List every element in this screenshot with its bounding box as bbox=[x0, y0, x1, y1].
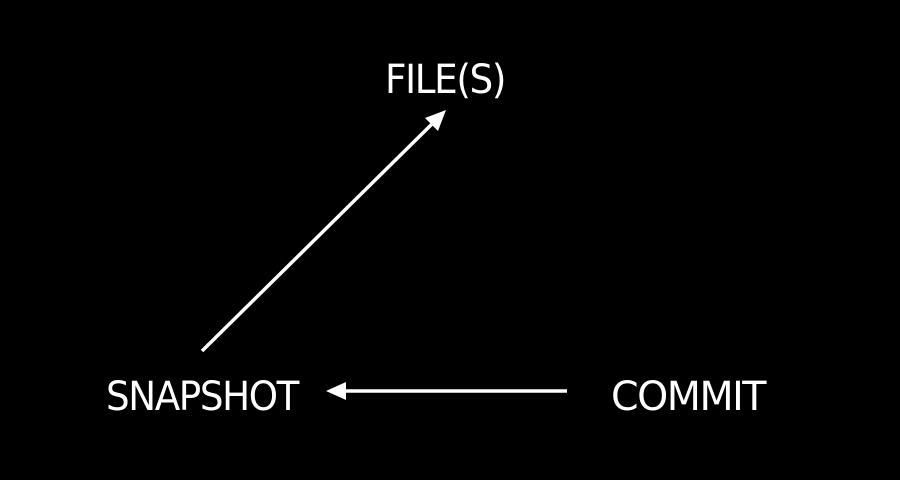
node-files-label: FILE(S) bbox=[385, 57, 505, 103]
edge-commit-to-snapshot bbox=[326, 382, 567, 400]
edge-snapshot-to-files-arrowhead bbox=[425, 110, 446, 131]
edge-snapshot-to-files-line bbox=[200, 122, 434, 353]
node-commit-label: COMMIT bbox=[611, 374, 767, 420]
edge-snapshot-to-files bbox=[200, 110, 446, 353]
node-snapshot-label: SNAPSHOT bbox=[106, 374, 300, 420]
edge-commit-to-snapshot-arrowhead bbox=[326, 382, 346, 400]
